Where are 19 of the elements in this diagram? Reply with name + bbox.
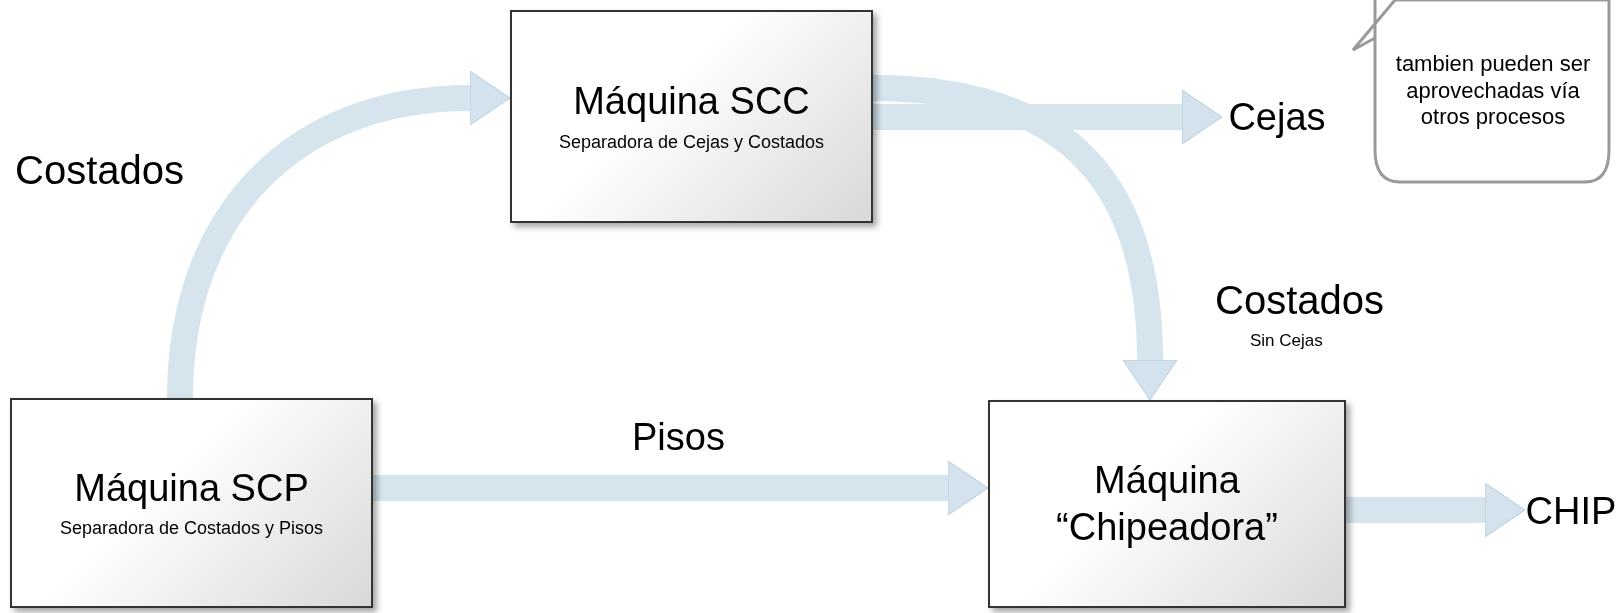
edge-label: Costados [15, 150, 184, 190]
output-label: CHIP [1525, 488, 1617, 534]
machine-box [510, 10, 873, 223]
flow-arrow [873, 89, 1223, 145]
flow-label: Costados [1215, 280, 1384, 320]
machine-box [988, 400, 1346, 608]
output-label: Cejas [1222, 92, 1332, 142]
machine-box [10, 398, 373, 608]
flow-arrow [167, 70, 511, 399]
flow-label: Sin Cejas [1250, 332, 1323, 349]
machine-subtitle: Separadora de Costados y Pisos [59, 517, 324, 541]
flow-arrow [1346, 482, 1526, 538]
machine-title: Máquina “Chipeadora” [1055, 457, 1279, 550]
machine-title: Máquina SCC [573, 79, 810, 125]
edge-label: Pisos [632, 418, 725, 456]
machine-subtitle: Separadora de Cejas y Costados [558, 130, 825, 154]
flow-arrow [872, 75, 1178, 401]
machine-title: Máquina SCP [74, 465, 309, 511]
callout-text: tambien pueden ser aprovechadas vía otros procesos [1394, 50, 1592, 132]
